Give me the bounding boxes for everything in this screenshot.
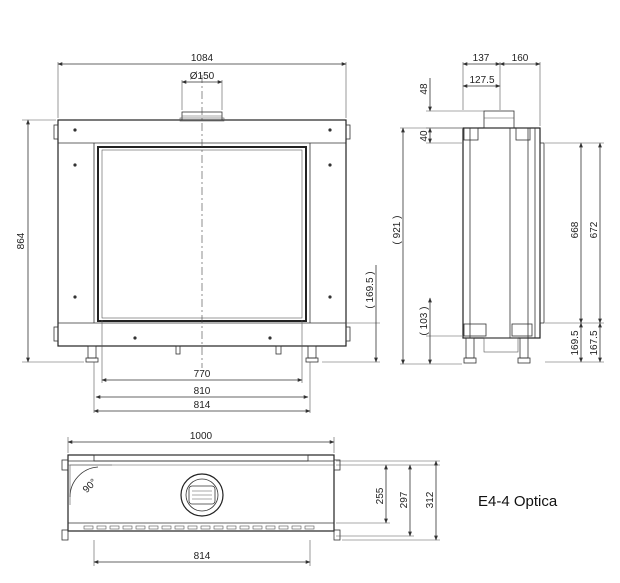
top-depth-297: 297 [399, 491, 410, 508]
top-width-1000: 1000 [190, 431, 213, 442]
vent-slot [291, 525, 302, 530]
frame-width-label: 810 [194, 386, 211, 397]
vent-slot [278, 525, 289, 530]
vent-slot [200, 525, 211, 530]
side-top-band-40: 40 [419, 130, 430, 142]
angle-label: 90° [81, 477, 99, 495]
vent-slot [213, 525, 224, 530]
vent-slot [226, 525, 237, 530]
side-bottom-103: ( 103 ) [419, 307, 430, 336]
vent-slot [109, 525, 120, 530]
flue-diameter-label: Ø150 [190, 71, 215, 82]
side-bottom-169-5: 169.5 [570, 330, 581, 355]
vent-slot [265, 525, 276, 530]
vent-slot [252, 525, 263, 530]
outer-width-label: 814 [194, 400, 211, 411]
vent-slot [187, 525, 198, 530]
vent-slot [161, 525, 172, 530]
front-bottom-height-label: ( 169.5 ) [365, 271, 376, 308]
vent-slot [122, 525, 133, 530]
vent-slot [148, 525, 159, 530]
vent-slot [239, 525, 250, 530]
front-view: 1084 Ø150 864 ( 169.5 ) 770 810 814 [16, 53, 380, 413]
side-depth-127-5: 127.5 [469, 75, 494, 86]
side-total-height-921: ( 921 ) [392, 216, 403, 245]
side-view: 137 160 127.5 48 40 ( 921 ) ( 103 ) 668 … [392, 53, 604, 365]
vent-slots [83, 525, 315, 530]
side-frame-672: 672 [589, 221, 600, 238]
top-depth-312: 312 [425, 491, 436, 508]
side-depth-160: 160 [512, 53, 529, 64]
side-depth-137: 137 [473, 53, 490, 64]
front-width-label: 1084 [191, 53, 214, 64]
front-height-label: 864 [16, 232, 27, 249]
side-bottom-167-5: 167.5 [589, 330, 600, 355]
top-view: 90° 1000 814 255 297 312 [61, 431, 440, 566]
glass-width-label: 770 [194, 369, 211, 380]
top-depth-255: 255 [375, 487, 386, 504]
side-glass-668: 668 [570, 221, 581, 238]
model-title: E4-4 Optica [478, 493, 558, 510]
vent-slot [96, 525, 107, 530]
vent-slot [135, 525, 146, 530]
vent-slot [174, 525, 185, 530]
vent-slot [83, 525, 94, 530]
vent-slot [304, 525, 315, 530]
top-width-814: 814 [194, 551, 211, 562]
side-flue-height-48: 48 [419, 83, 430, 95]
